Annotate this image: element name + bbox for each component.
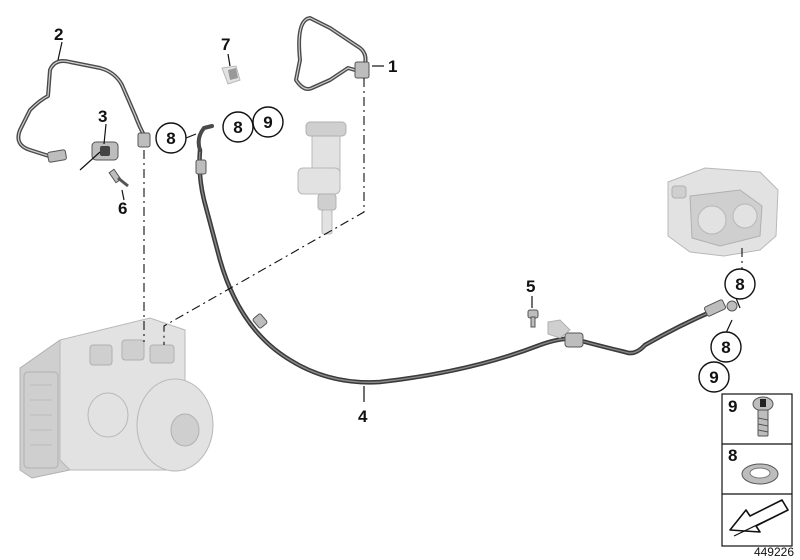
legend-item-8-sealing-ring: 8 (728, 446, 779, 485)
legend-item-9-banjo-bolt: 9 (728, 396, 774, 437)
clip-7 (221, 65, 241, 85)
diagram-number: 449226 (754, 545, 794, 559)
callout-9-middle: 9 (252, 106, 284, 138)
callout-9-caliper: 9 (698, 361, 730, 393)
callout-8-caliper-top: 8 (724, 268, 756, 300)
callout-6: 6 (118, 199, 127, 218)
brake-pipe-1 (294, 16, 370, 91)
callout-7: 7 (221, 35, 230, 54)
arrow-icon (729, 499, 789, 537)
callout-2: 2 (54, 25, 63, 44)
svg-text:8: 8 (721, 338, 730, 357)
svg-text:9: 9 (263, 113, 272, 132)
svg-text:8: 8 (166, 129, 175, 148)
callout-1: 1 (388, 57, 397, 76)
callout-8-middle: 8 (222, 111, 254, 143)
pressure-sensor-3 (79, 141, 129, 188)
svg-text:9: 9 (728, 397, 737, 416)
screw-5 (527, 309, 571, 339)
svg-text:8: 8 (735, 275, 744, 294)
svg-text:8: 8 (233, 118, 242, 137)
svg-text:8: 8 (728, 446, 737, 465)
callout-8-caliper-bottom: 8 (710, 331, 742, 363)
leader-lines (57, 41, 741, 402)
abs-pressure-modulator (19, 317, 214, 479)
assembly-line-abs-right (163, 78, 365, 345)
brake-pipe-2 (16, 59, 151, 163)
brake-hose-4 (195, 124, 738, 385)
callout-5: 5 (526, 277, 535, 296)
callout-4: 4 (358, 407, 368, 426)
master-cylinder (297, 121, 347, 235)
callout-3: 3 (98, 107, 107, 126)
callout-8-left: 8 (155, 122, 187, 154)
brake-caliper (667, 167, 779, 257)
svg-text:9: 9 (709, 368, 718, 387)
